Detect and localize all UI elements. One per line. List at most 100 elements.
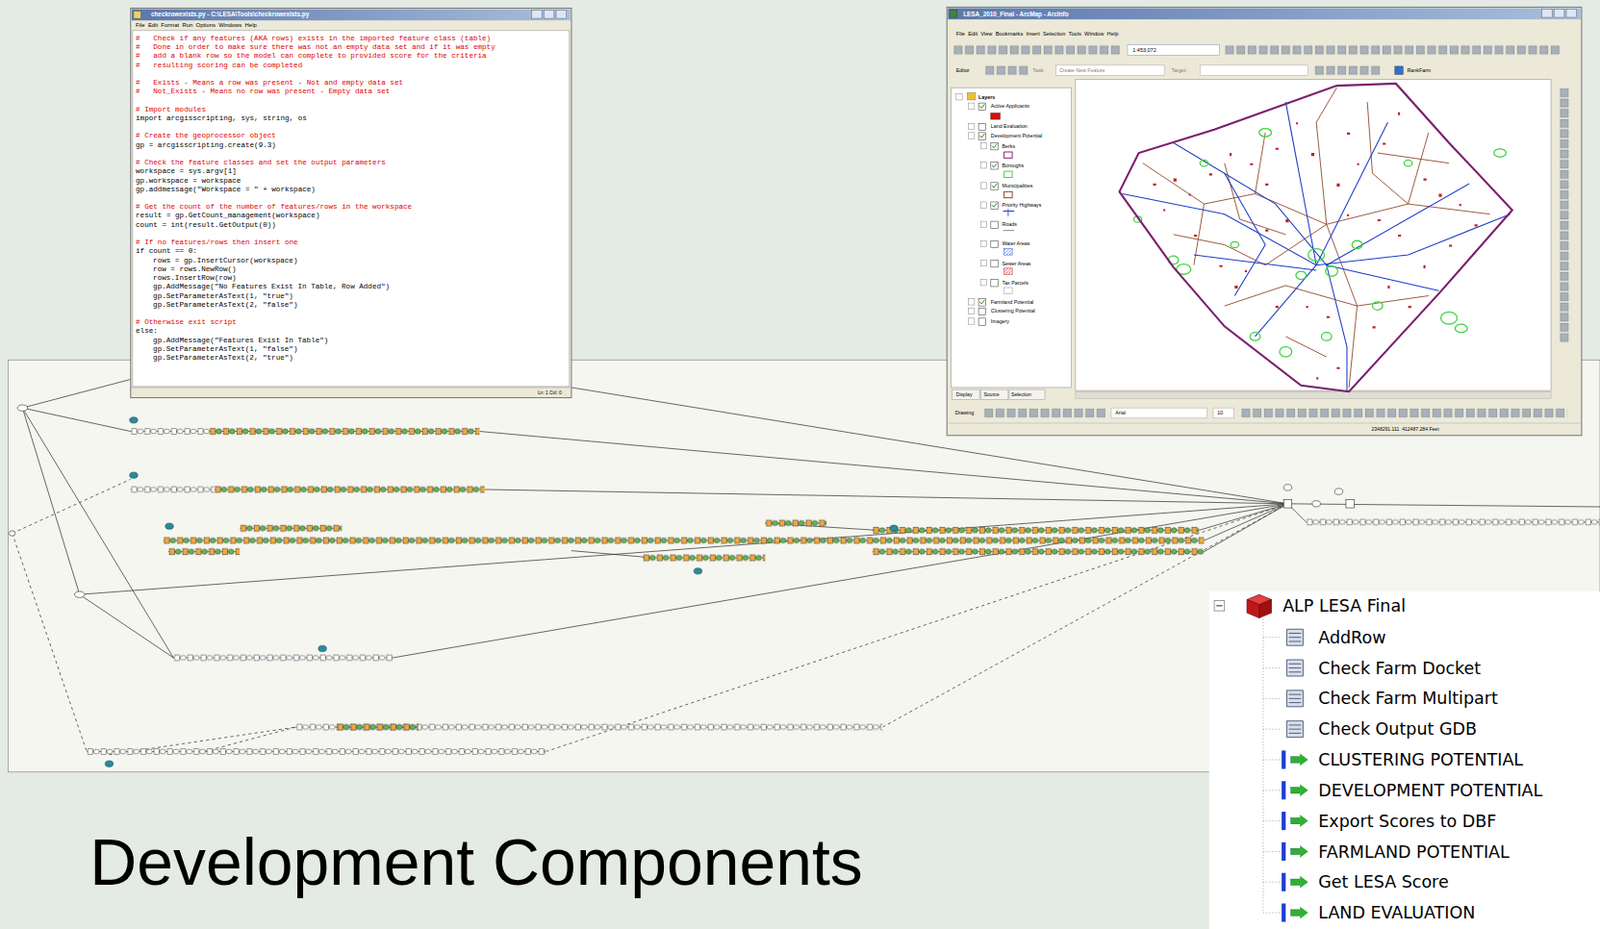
model-builder-part-part: [163, 535, 1205, 547]
code-editor-window-part: [543, 10, 555, 19]
arcmap-window-part: [1559, 87, 1572, 343]
model-tree-panel-part-part: [1291, 910, 1301, 916]
model-builder-part-part: [296, 722, 884, 734]
model-builder-part-part: [22, 379, 130, 408]
code-line: else:: [135, 327, 158, 336]
model-builder-part-part: [1283, 500, 1292, 508]
county-map-part-part: [1325, 266, 1339, 278]
code-line: # Check the feature classes and set the …: [135, 158, 386, 168]
model-tree-panel-part: [1281, 750, 1309, 922]
code-line: # resulting scoring can be completed: [135, 61, 303, 71]
model-builder-part-part: [479, 431, 1288, 505]
county-map-part-part: [1494, 149, 1507, 157]
layer-name: Berks: [1001, 143, 1016, 150]
model-builder-part-part: [79, 594, 175, 659]
code-line: # Otherwise exit script: [135, 318, 237, 328]
toc-symbols-part: [1004, 249, 1013, 255]
model-builder-part-part: [1346, 500, 1354, 508]
code-line: # Import modules: [135, 105, 206, 115]
arcmap-window-part-part: [1314, 65, 1382, 77]
toc-symbols-part-part: [979, 300, 985, 305]
model-tree-panel-part-part: [1291, 817, 1301, 824]
code-editor-window-part: [556, 10, 567, 19]
county-map-part-part: [1367, 101, 1408, 204]
status-text: Ln: 1 Col: 0: [537, 390, 562, 397]
toolbar-label: Task:: [1032, 67, 1044, 74]
arcmap-window-part: [1199, 65, 1308, 77]
toc-symbols-part-part: [990, 182, 998, 190]
model-tree-panel-part: [1263, 637, 1282, 914]
toc-symbols-part-part: [990, 142, 998, 150]
code-line: # Check if any features (AKA rows) exist…: [135, 34, 491, 44]
layer-name: Tax Parcels: [1001, 279, 1028, 286]
model-builder-part-part: [17, 405, 28, 411]
county-map-part-part: [1259, 128, 1272, 137]
model-tree-panel-part-part: [1263, 913, 1282, 915]
toc-symbols-part-part: [967, 102, 974, 109]
county-map-part-part: [1285, 101, 1317, 266]
arcmap-window-part: [1314, 65, 1382, 77]
model-builder-part-part: [239, 523, 342, 534]
model-tree-panel: [1209, 591, 1600, 929]
code-editor-window-part: [532, 10, 543, 19]
toc-symbols-part: [1004, 171, 1013, 178]
model-builder-part-part: [1287, 504, 1600, 508]
model-tree-panel-part-part: [1299, 754, 1308, 767]
toc-symbols-part-part: [979, 133, 985, 138]
toc-symbols-part-part: [967, 132, 974, 139]
code-editor-window-part: [130, 7, 572, 398]
window-title: checkrowexists.py - C:\LESA\Tools\checkr…: [151, 10, 309, 18]
code-editor-window-part: [130, 386, 572, 388]
arcmap-window-part: [949, 10, 957, 18]
toc-symbols-part: [1004, 191, 1013, 198]
toc-symbols-part-part: [991, 144, 997, 149]
tree-item: Check Farm Multipart: [1318, 688, 1499, 709]
arcmap-window-part: [950, 87, 1071, 388]
model-builder-part: [163, 535, 1205, 547]
model-tree-panel-part-part: [1299, 876, 1308, 889]
arcmap-window-part: [980, 389, 1009, 401]
code-line: # add a blank row so the model can compl…: [135, 51, 487, 61]
model-tree-panel-part-part: [1299, 814, 1308, 828]
model-builder-part-part: [12, 479, 131, 534]
model-tree-panel-part-part: [1299, 784, 1308, 797]
model-builder-part: [86, 746, 546, 758]
layer-name: Boroughs: [1001, 162, 1024, 169]
code-line: gp.AddMessage("Features Exist In Table"): [152, 336, 329, 346]
county-map: [1118, 83, 1512, 392]
model-builder-part: [642, 553, 765, 564]
code-line: count = int(result.GetOutput(0)): [135, 221, 277, 230]
county-map-part-part: [1403, 159, 1412, 166]
county-map-part-part: [1441, 311, 1458, 325]
layer-name: Water Areas: [1001, 240, 1030, 247]
county-map-part-part: [1122, 193, 1511, 265]
code-line: result = gp.GetCount_management(workspac…: [135, 211, 320, 221]
model-tree-panel-part-part: [1281, 842, 1286, 862]
font-field: Arial: [1115, 409, 1126, 416]
county-map-part-part: [1224, 173, 1266, 296]
model-builder-part: [872, 546, 1205, 558]
model-builder-part-part: [214, 484, 485, 496]
tree-item: Get LESA Score: [1318, 872, 1448, 892]
toc-symbols-part-part: [990, 162, 998, 170]
model-tree-panel-part-part: [1263, 636, 1282, 638]
tab-label: Source: [983, 392, 999, 399]
model-builder-part: [336, 722, 419, 734]
arcmap-window-part: [983, 407, 1106, 419]
county-map-part: [1133, 128, 1506, 358]
model-builder-part-part: [571, 551, 654, 559]
model-tree-panel-part-part: [1263, 759, 1282, 761]
model-tree-panel-part-part: [1263, 882, 1282, 884]
model-tree-panel-part-part: [1291, 848, 1301, 855]
tab-label: Display: [956, 392, 973, 399]
county-map-part-part: [1295, 271, 1307, 280]
county-map-part-part: [1255, 265, 1318, 337]
model-builder-part-part: [165, 523, 174, 530]
model-builder-part: [12, 479, 1289, 755]
arcmap-window: [946, 6, 1582, 435]
model-builder-part: [130, 426, 211, 437]
arcmap-window-part-part: [1559, 87, 1572, 343]
toc-symbols-part: [1003, 210, 1016, 212]
code-line: rows = gp.InsertCursor(workspace): [152, 256, 298, 266]
